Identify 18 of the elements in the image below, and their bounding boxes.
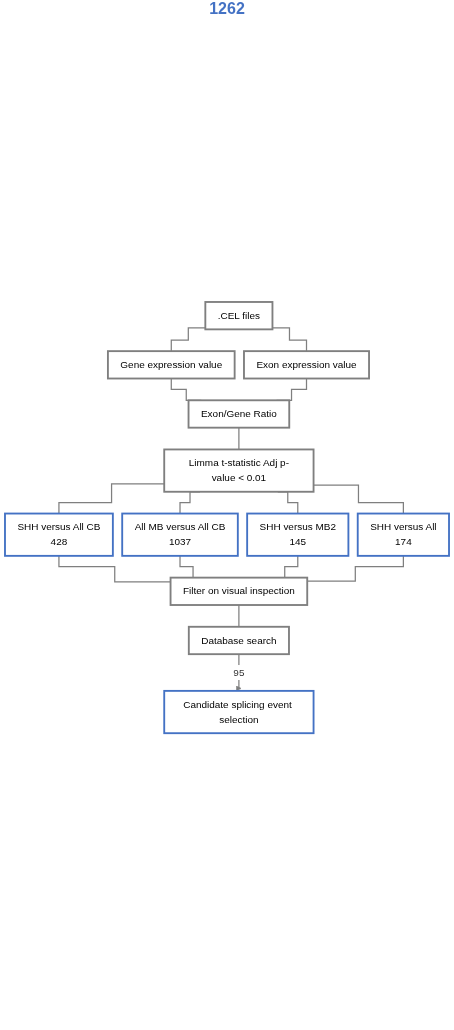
- connector: [170, 327, 206, 353]
- count-label: 1262: [208, 0, 246, 18]
- node-box: SHH versus MB2 145: [246, 513, 350, 558]
- edge-label: 95: [233, 667, 245, 678]
- node-box: Gene expression value: [107, 350, 236, 380]
- node-box: Candidate splicing event selection: [163, 690, 315, 735]
- connector: [238, 604, 240, 628]
- connector: [238, 427, 240, 451]
- node-box: SHH versus All 174: [356, 513, 450, 558]
- node-box: Database search: [187, 626, 290, 656]
- node-box: Exon expression value: [243, 350, 370, 380]
- node-box: All MB versus All CB 1037: [121, 513, 239, 558]
- node-box: Filter on visual inspection: [169, 577, 309, 607]
- node-box: SHH versus All CB 428: [4, 513, 114, 558]
- node-box: Exon/Gene Ratio: [187, 399, 291, 429]
- connector: [58, 483, 165, 515]
- node-box: .CEL files: [204, 301, 274, 331]
- node-box: Limma t-statistic Adj p-value < 0.01: [163, 448, 315, 494]
